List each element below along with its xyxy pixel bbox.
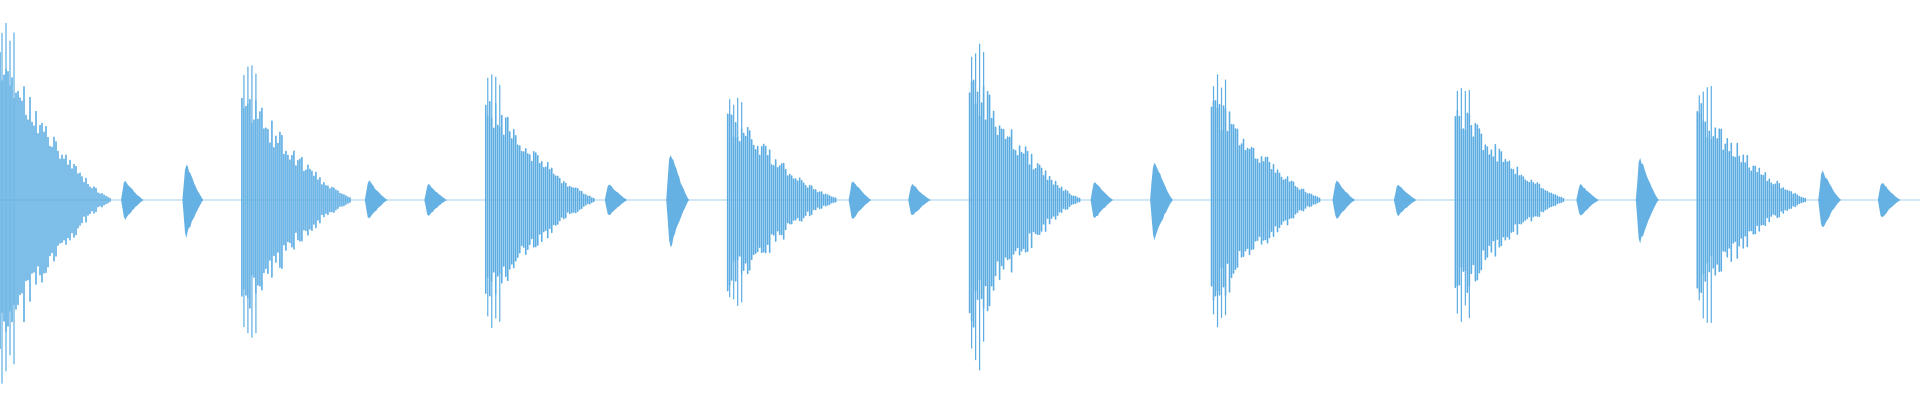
waveform-hit xyxy=(1150,162,1174,241)
waveform-hit xyxy=(1576,183,1600,216)
waveform-hit xyxy=(1635,158,1659,244)
waveform-hit xyxy=(364,180,388,219)
waveform-hit xyxy=(1090,182,1114,218)
waveform-hit xyxy=(604,184,628,216)
waveform-hits xyxy=(0,23,1901,384)
waveform-hit xyxy=(908,183,932,215)
waveform-hit xyxy=(121,180,144,220)
waveform-hit xyxy=(1696,86,1807,323)
waveform-hit xyxy=(968,43,1081,371)
waveform-hit xyxy=(848,181,872,220)
waveform-hit xyxy=(241,65,351,338)
waveform-hit xyxy=(726,97,837,306)
waveform-hit xyxy=(1332,180,1356,219)
waveform-hit xyxy=(484,74,595,329)
waveform-hit xyxy=(424,183,448,216)
waveform-hit xyxy=(666,155,690,248)
waveform-hit xyxy=(1877,183,1901,218)
waveform-hit xyxy=(1818,170,1842,228)
waveform-hit xyxy=(1454,88,1565,322)
waveform-hit xyxy=(0,23,111,384)
waveform-hit xyxy=(1393,184,1417,217)
waveform-hit xyxy=(1210,74,1321,328)
waveform-hit xyxy=(182,165,204,239)
